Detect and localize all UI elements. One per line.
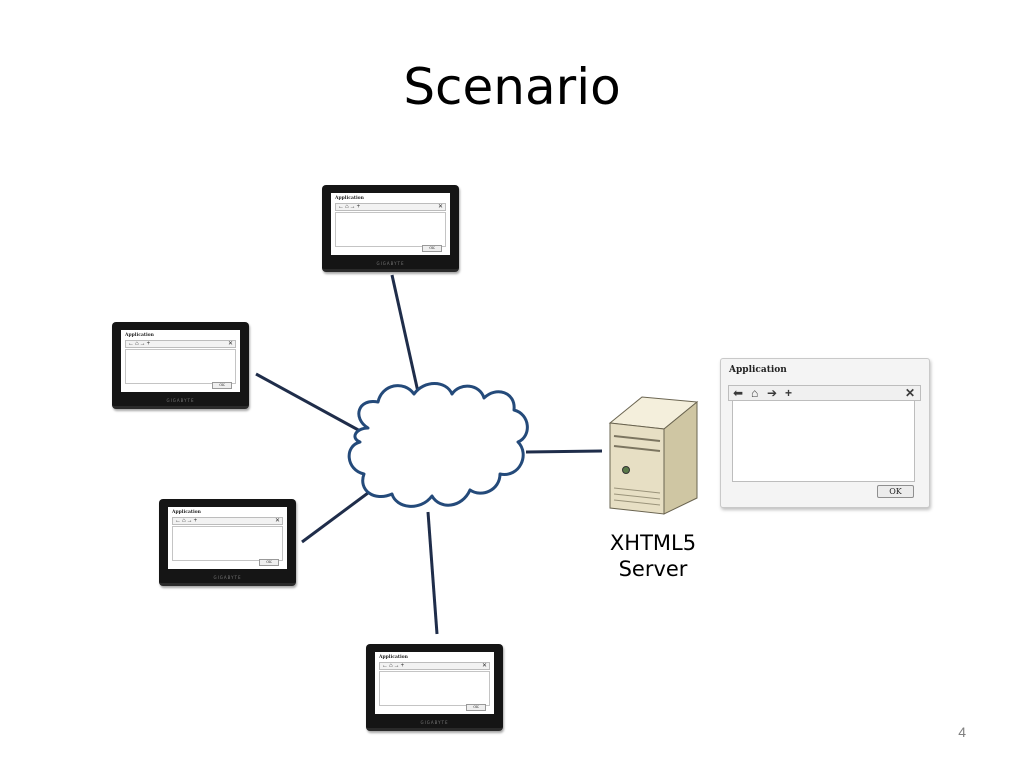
page-number: 4	[958, 724, 966, 740]
tablet-text-area	[172, 526, 283, 561]
slide-title: Scenario	[403, 58, 621, 116]
tablet-toolbar: ←⌂→+ ✕	[379, 662, 490, 670]
application-text-area[interactable]	[732, 400, 915, 482]
tablet-ok-button: OK	[259, 559, 279, 566]
tablet-app-title: Application	[172, 510, 201, 515]
close-icon: ✕	[481, 663, 487, 669]
tablet-brand: GIGABYTE	[376, 261, 405, 266]
tablet-screen: Application ←⌂→+ ✕ OK	[121, 330, 240, 392]
tablet-app-title: Application	[125, 333, 154, 338]
tablet-ok-button: OK	[422, 245, 442, 252]
toolbar-icons: ←⌂→+	[338, 204, 362, 210]
tablet-brand: GIGABYTE	[166, 398, 195, 403]
home-icon[interactable]: ⌂	[751, 386, 759, 400]
tablet-text-area	[125, 349, 236, 384]
tablet-screen: Application ←⌂→+ ✕ OK	[375, 652, 494, 714]
toolbar-icons: ←⌂→+	[382, 663, 406, 669]
link-bottom-tablet	[426, 511, 439, 635]
server-label-line1: XHTML5	[609, 531, 697, 555]
tablet-app-window: Application ←⌂→+ ✕ OK	[335, 195, 446, 252]
tablet-left: Application ←⌂→+ ✕ OK GIGABYTE	[112, 322, 249, 409]
tablet-app-title: Application	[335, 196, 364, 201]
tablet-text-area	[335, 212, 446, 247]
tablet-lower-left: Application ←⌂→+ ✕ OK GIGABYTE	[159, 499, 296, 586]
application-window: Application ⬅ ⌂ ➔ + ✕ OK	[720, 358, 930, 508]
back-arrow-icon[interactable]: ⬅	[733, 386, 744, 400]
tablet-screen: Application ←⌂→+ ✕ OK	[168, 507, 287, 569]
close-icon: ✕	[274, 518, 280, 524]
ok-button[interactable]: OK	[877, 485, 914, 498]
tablet-text-area	[379, 671, 490, 706]
tablet-app-window: Application ←⌂→+ ✕ OK	[125, 332, 236, 389]
toolbar-icons: ←⌂→+	[128, 341, 152, 347]
connection-lines	[255, 274, 603, 635]
tablet-ok-button: OK	[466, 704, 486, 711]
close-icon: ✕	[227, 341, 233, 347]
tablet-app-title: Application	[379, 655, 408, 660]
cloud-shape	[347, 382, 529, 508]
server-icon	[608, 396, 699, 515]
tablet-toolbar: ←⌂→+ ✕	[125, 340, 236, 348]
application-title: Application	[729, 365, 787, 375]
close-icon: ✕	[437, 204, 443, 210]
tablet-screen: Application ←⌂→+ ✕ OK	[331, 193, 450, 255]
server-label: XHTML5 Server	[600, 530, 706, 582]
tablet-app-window: Application ←⌂→+ ✕ OK	[379, 654, 490, 711]
tablet-bottom: Application ←⌂→+ ✕ OK GIGABYTE	[366, 644, 503, 731]
server-label-line2: Server	[618, 557, 688, 581]
tablet-ok-button: OK	[212, 382, 232, 389]
tablet-top: Application ←⌂→+ ✕ OK GIGABYTE	[322, 185, 459, 272]
forward-arrow-icon[interactable]: ➔	[767, 386, 778, 400]
tablet-toolbar: ←⌂→+ ✕	[335, 203, 446, 211]
application-toolbar: ⬅ ⌂ ➔ + ✕	[728, 385, 921, 401]
tablet-toolbar: ←⌂→+ ✕	[172, 517, 283, 525]
close-icon[interactable]: ✕	[905, 386, 916, 400]
tablet-brand: GIGABYTE	[420, 720, 449, 725]
add-icon[interactable]: +	[785, 386, 793, 400]
link-lower-left-tablet	[301, 488, 373, 544]
link-left-tablet	[255, 372, 363, 434]
toolbar-icons: ←⌂→+	[175, 518, 199, 524]
link-top-tablet	[390, 274, 420, 393]
link-server	[525, 449, 603, 454]
tablet-brand: GIGABYTE	[213, 575, 242, 580]
tablet-app-window: Application ←⌂→+ ✕ OK	[172, 509, 283, 566]
